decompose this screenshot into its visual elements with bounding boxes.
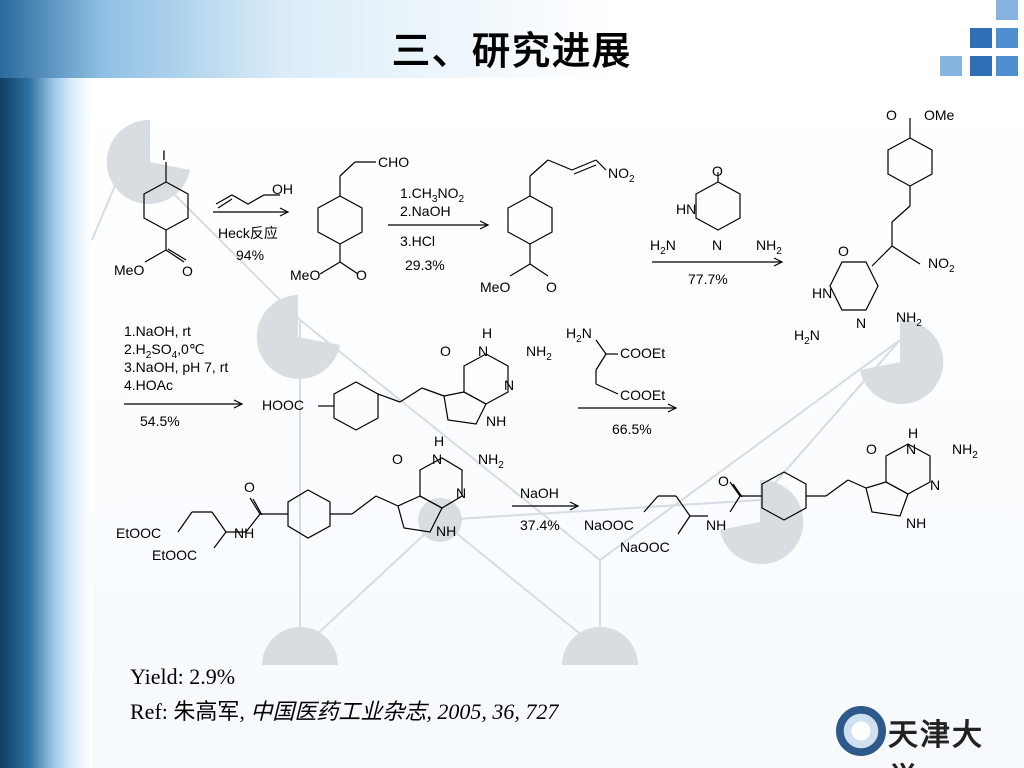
- slide-title: 三、研究进展: [391, 28, 632, 73]
- step6-yield: 37.4%: [520, 517, 560, 533]
- step4-condition-3: 3.NaOH, pH 7, rt: [124, 359, 228, 375]
- label-n-4: N: [504, 377, 514, 393]
- label-hn-2: HN: [812, 285, 832, 301]
- label-o-1: O: [182, 263, 193, 279]
- label-o-5: O: [886, 107, 897, 123]
- label-n-8: N: [930, 477, 940, 493]
- label-nh-3: NH: [234, 525, 254, 541]
- reference-label: Ref:: [130, 699, 168, 724]
- label-no2-2: NO2: [928, 255, 955, 275]
- label-n-5: N: [432, 451, 442, 467]
- label-o-10: O: [718, 473, 729, 489]
- label-o-11: O: [866, 441, 877, 457]
- step6-reagent: NaOH: [520, 485, 559, 501]
- top-gradient-band: [0, 0, 1024, 78]
- step4-yield: 54.5%: [140, 413, 180, 429]
- compound-nitroalkene: [507, 159, 607, 277]
- label-naooc-2: NaOOC: [620, 539, 670, 555]
- label-o-8: O: [392, 451, 403, 467]
- label-cooet-1: COOEt: [620, 345, 665, 361]
- content-background: [92, 78, 1024, 768]
- label-etooc-2: EtOOC: [152, 547, 197, 563]
- compound-aldehyde: [317, 161, 376, 275]
- label-ome: OMe: [924, 107, 955, 123]
- label-nh-5: NH: [906, 515, 926, 531]
- label-meo-1: MeO: [114, 262, 144, 278]
- label-n-1: N: [712, 237, 722, 253]
- compound-diethyl-ester: [177, 457, 463, 549]
- label-etooc-1: EtOOC: [116, 525, 161, 541]
- label-o-9: O: [244, 479, 255, 495]
- label-nh2-5: NH2: [952, 441, 978, 461]
- reagent-diaminopyrimidinone: [695, 172, 741, 231]
- label-h2n-1: H2N: [650, 237, 676, 257]
- label-h-3: H: [908, 425, 918, 441]
- label-nh2-2: NH2: [896, 309, 922, 329]
- step2-yield: 29.3%: [405, 257, 445, 273]
- reference: Ref: 朱高军, 中国医药工业杂志, 2005, 36, 727: [130, 694, 558, 726]
- step1-condition: Heck反应: [218, 225, 278, 241]
- label-o-6: O: [838, 243, 849, 259]
- step4-condition-1: 1.NaOH, rt: [124, 323, 191, 339]
- label-nh-2: NH: [436, 523, 456, 539]
- label-nh2-4: NH2: [478, 451, 504, 471]
- compound-michael-adduct: [829, 118, 933, 311]
- label-cooet-2: COOEt: [620, 387, 665, 403]
- label-nh2-1: NH2: [756, 237, 782, 257]
- label-meo-3: MeO: [480, 279, 510, 295]
- compound-pyrrolopyrimidine-acid: [318, 353, 509, 431]
- label-hooc: HOOC: [262, 397, 304, 413]
- label-n-3: N: [478, 343, 488, 359]
- reference-author: 朱高军,: [173, 699, 245, 724]
- label-o-3: O: [546, 279, 557, 295]
- label-nh2-3: NH2: [526, 343, 552, 363]
- label-n-6: N: [456, 485, 466, 501]
- label-naooc-1: NaOOC: [584, 517, 634, 533]
- reagent-allyl-alcohol: OH: [272, 181, 293, 197]
- label-cho: CHO: [378, 154, 409, 170]
- step2-reagent-1: 1.CH3NO2: [400, 185, 464, 205]
- university-logo: 天津大学: [836, 706, 996, 768]
- step2-reagent-2: 2.NaOH: [400, 203, 451, 219]
- compound-methyl-iodobenzoate: [143, 162, 189, 263]
- reference-citation: 中国医药工业杂志, 2005, 36, 727: [250, 699, 559, 724]
- label-nh-1: NH: [486, 413, 506, 429]
- label-n-2: N: [856, 315, 866, 331]
- label-o-7: O: [440, 343, 451, 359]
- university-name: 天津大学: [888, 718, 984, 768]
- label-o-2: O: [356, 267, 367, 283]
- step2-reagent-3: 3.HCl: [400, 233, 435, 249]
- university-seal-icon: [836, 706, 886, 756]
- label-nh-4: NH: [706, 517, 726, 533]
- reagent-diethyl-glutamate: [595, 339, 619, 395]
- step5-yield: 66.5%: [612, 421, 652, 437]
- reaction-scheme: I MeO O OH Heck反应 94% CHO MeO O 1.CH3NO2…: [114, 107, 978, 563]
- label-h2n-2: H2N: [794, 327, 820, 347]
- label-h-2: H: [434, 433, 444, 449]
- label-o-4: O: [712, 163, 723, 179]
- step3-yield: 77.7%: [688, 271, 728, 287]
- compound-pemetrexed-disodium: [643, 443, 931, 535]
- label-h2n-3: H2N: [566, 325, 592, 345]
- label-h-1: H: [482, 325, 492, 341]
- label-meo-2: MeO: [290, 267, 320, 283]
- overall-yield: Yield: 2.9%: [130, 664, 236, 689]
- label-hn-1: HN: [676, 201, 696, 217]
- step4-condition-2: 2.H2SO4,0℃: [124, 341, 205, 361]
- label-iodo: I: [162, 147, 166, 163]
- step1-yield: 94%: [236, 247, 264, 263]
- label-no2-1: NO2: [608, 165, 635, 185]
- label-n-7: N: [906, 441, 916, 457]
- step4-condition-4: 4.HOAc: [124, 377, 173, 393]
- left-gradient-band: [0, 0, 92, 768]
